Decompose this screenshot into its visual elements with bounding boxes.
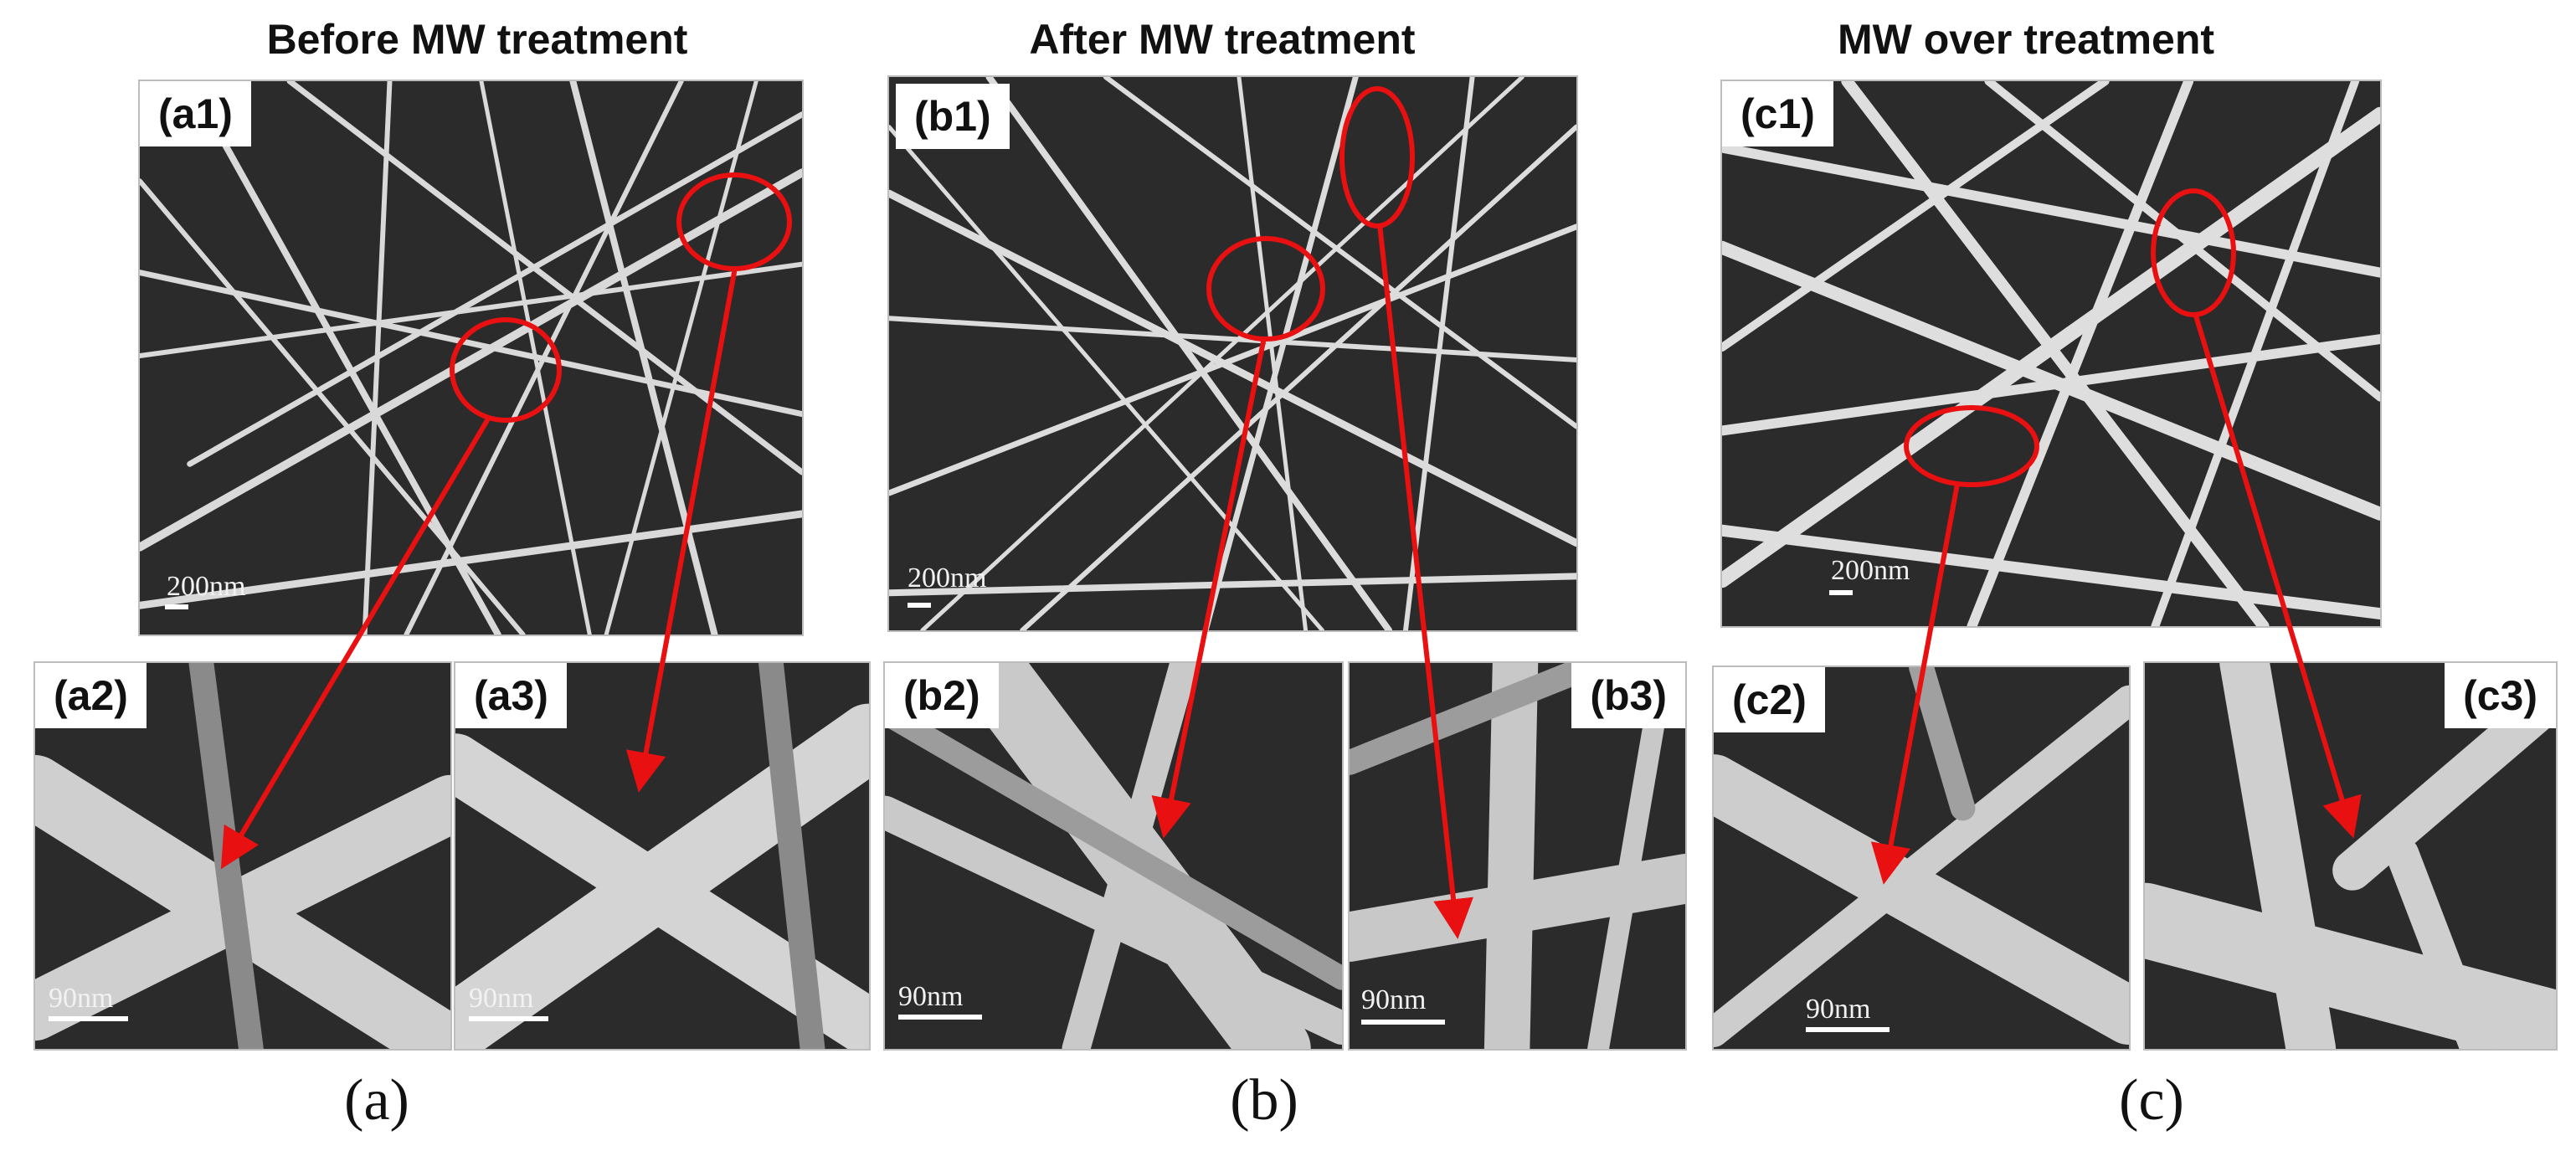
scale-label-c1: 200nm xyxy=(1831,555,1910,586)
sem-image-a1: (a1) 200nm xyxy=(138,80,804,636)
scale-bar-c1 xyxy=(1829,590,1853,595)
scale-label-a2: 90nm xyxy=(49,983,114,1014)
panel-label-b1: (b1) xyxy=(896,84,1010,149)
scale-label-b3: 90nm xyxy=(1361,984,1427,1015)
sem-image-c3: (c3) xyxy=(2143,661,2558,1051)
sem-image-b3: (b3) 90nm xyxy=(1348,661,1687,1051)
scale-bar-a3 xyxy=(469,1016,548,1021)
sem-image-c1: (c1) 200nm xyxy=(1720,80,2382,628)
panel-label-a2: (a2) xyxy=(35,663,147,728)
sem-image-c2: (c2) 90nm xyxy=(1712,665,2131,1051)
scale-bar-b2 xyxy=(898,1015,982,1020)
column-title-b: After MW treatment xyxy=(1029,16,1416,63)
scale-label-a1: 200nm xyxy=(167,571,246,602)
scale-bar-b3 xyxy=(1361,1020,1445,1025)
scale-label-b2: 90nm xyxy=(898,981,964,1012)
panel-label-c3: (c3) xyxy=(2445,663,2556,728)
scale-label-c2: 90nm xyxy=(1806,994,1871,1025)
panel-label-a3: (a3) xyxy=(455,663,567,728)
scale-bar-c2 xyxy=(1806,1027,1890,1032)
sem-image-b1: (b1) 200nm xyxy=(887,75,1578,632)
caption-c: (c) xyxy=(2119,1068,2184,1133)
sem-image-b2: (b2) 90nm xyxy=(883,661,1344,1051)
panel-label-c1: (c1) xyxy=(1722,81,1833,146)
scale-bar-a1 xyxy=(165,604,188,609)
column-title-c: MW over treatment xyxy=(1837,16,2215,63)
caption-a: (a) xyxy=(344,1068,409,1133)
scale-bar-b1 xyxy=(908,603,931,608)
scale-bar-a2 xyxy=(49,1016,128,1021)
caption-b: (b) xyxy=(1230,1068,1298,1133)
panel-label-c2: (c2) xyxy=(1714,667,1825,732)
panel-label-b3: (b3) xyxy=(1571,663,1685,728)
panel-label-a1: (a1) xyxy=(140,81,251,146)
column-title-a: Before MW treatment xyxy=(266,16,688,63)
panel-label-b2: (b2) xyxy=(885,663,999,728)
scale-label-b1: 200nm xyxy=(908,563,987,593)
sem-image-a2: (a2) 90nm xyxy=(33,661,452,1051)
scale-label-a3: 90nm xyxy=(469,983,534,1014)
sem-image-a3: (a3) 90nm xyxy=(454,661,871,1051)
